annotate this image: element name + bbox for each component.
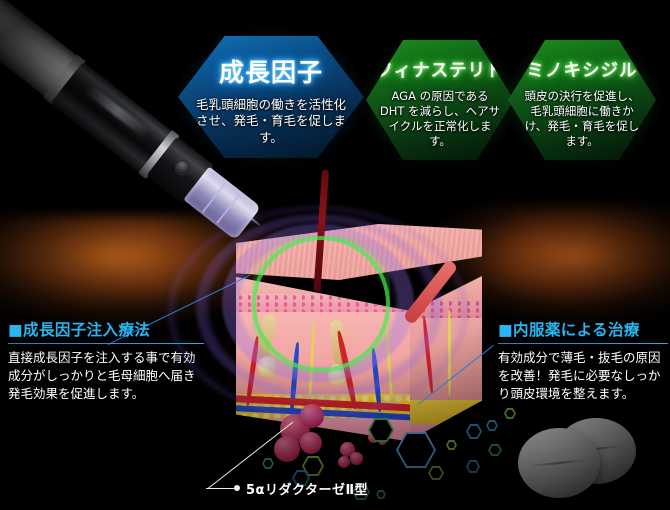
caption-body: 直接成長因子を注入する事で有効成分がしっかりと毛母細胞へ届き発毛効果を促進します… [8, 350, 196, 401]
pointer-segment-horizontal [206, 488, 238, 490]
caption-growth-factor-therapy: ■成長因子注入療法 直接成長因子を注入する事で有効成分がしっかりと毛母細胞へ届き… [8, 318, 204, 403]
badge-title: フィナステリド [375, 61, 505, 81]
caption-heading: ■内服薬による治療 [498, 318, 668, 340]
bullet-square: ■ [498, 321, 514, 339]
badge-body: 頭皮の決行を促進し、毛乳頭細胞に働きかけ、発毛・育毛を促します。 [524, 89, 640, 148]
caption-underline [498, 343, 668, 345]
caption-heading-text: 成長因子注入療法 [23, 321, 151, 339]
caption-heading-text: 内服薬による治療 [513, 321, 640, 339]
pointer-dot [234, 485, 240, 491]
caption-underline [8, 343, 204, 345]
badge-minoxidil[interactable]: ミノキシジル 頭皮の決行を促進し、毛乳頭細胞に働きかけ、発毛・育毛を促します。 [508, 40, 656, 160]
caption-heading: ■成長因子注入療法 [8, 318, 204, 340]
caption-body: 有効成分で薄毛・抜毛の原因を改善！発毛に必要なしっかり頭皮環境を整えます。 [498, 350, 661, 401]
badge-body: 毛乳頭細胞の働きを活性化させ、発毛・育毛を促します。 [196, 97, 347, 145]
badge-title: ミノキシジル [526, 61, 638, 81]
badge-title: 成長因子 [218, 58, 323, 87]
pointer-label: 5αリダクターゼⅡ型 [246, 483, 369, 498]
badge-body: AGA の原因である DHT を減らし、ヘアサイクルを正常化します。 [379, 89, 501, 148]
bullet-square: ■ [8, 321, 24, 339]
caption-oral-medication-treatment: ■内服薬による治療 有効成分で薄毛・抜毛の原因を改善！発毛に必要なしっかり頭皮環… [498, 318, 668, 403]
